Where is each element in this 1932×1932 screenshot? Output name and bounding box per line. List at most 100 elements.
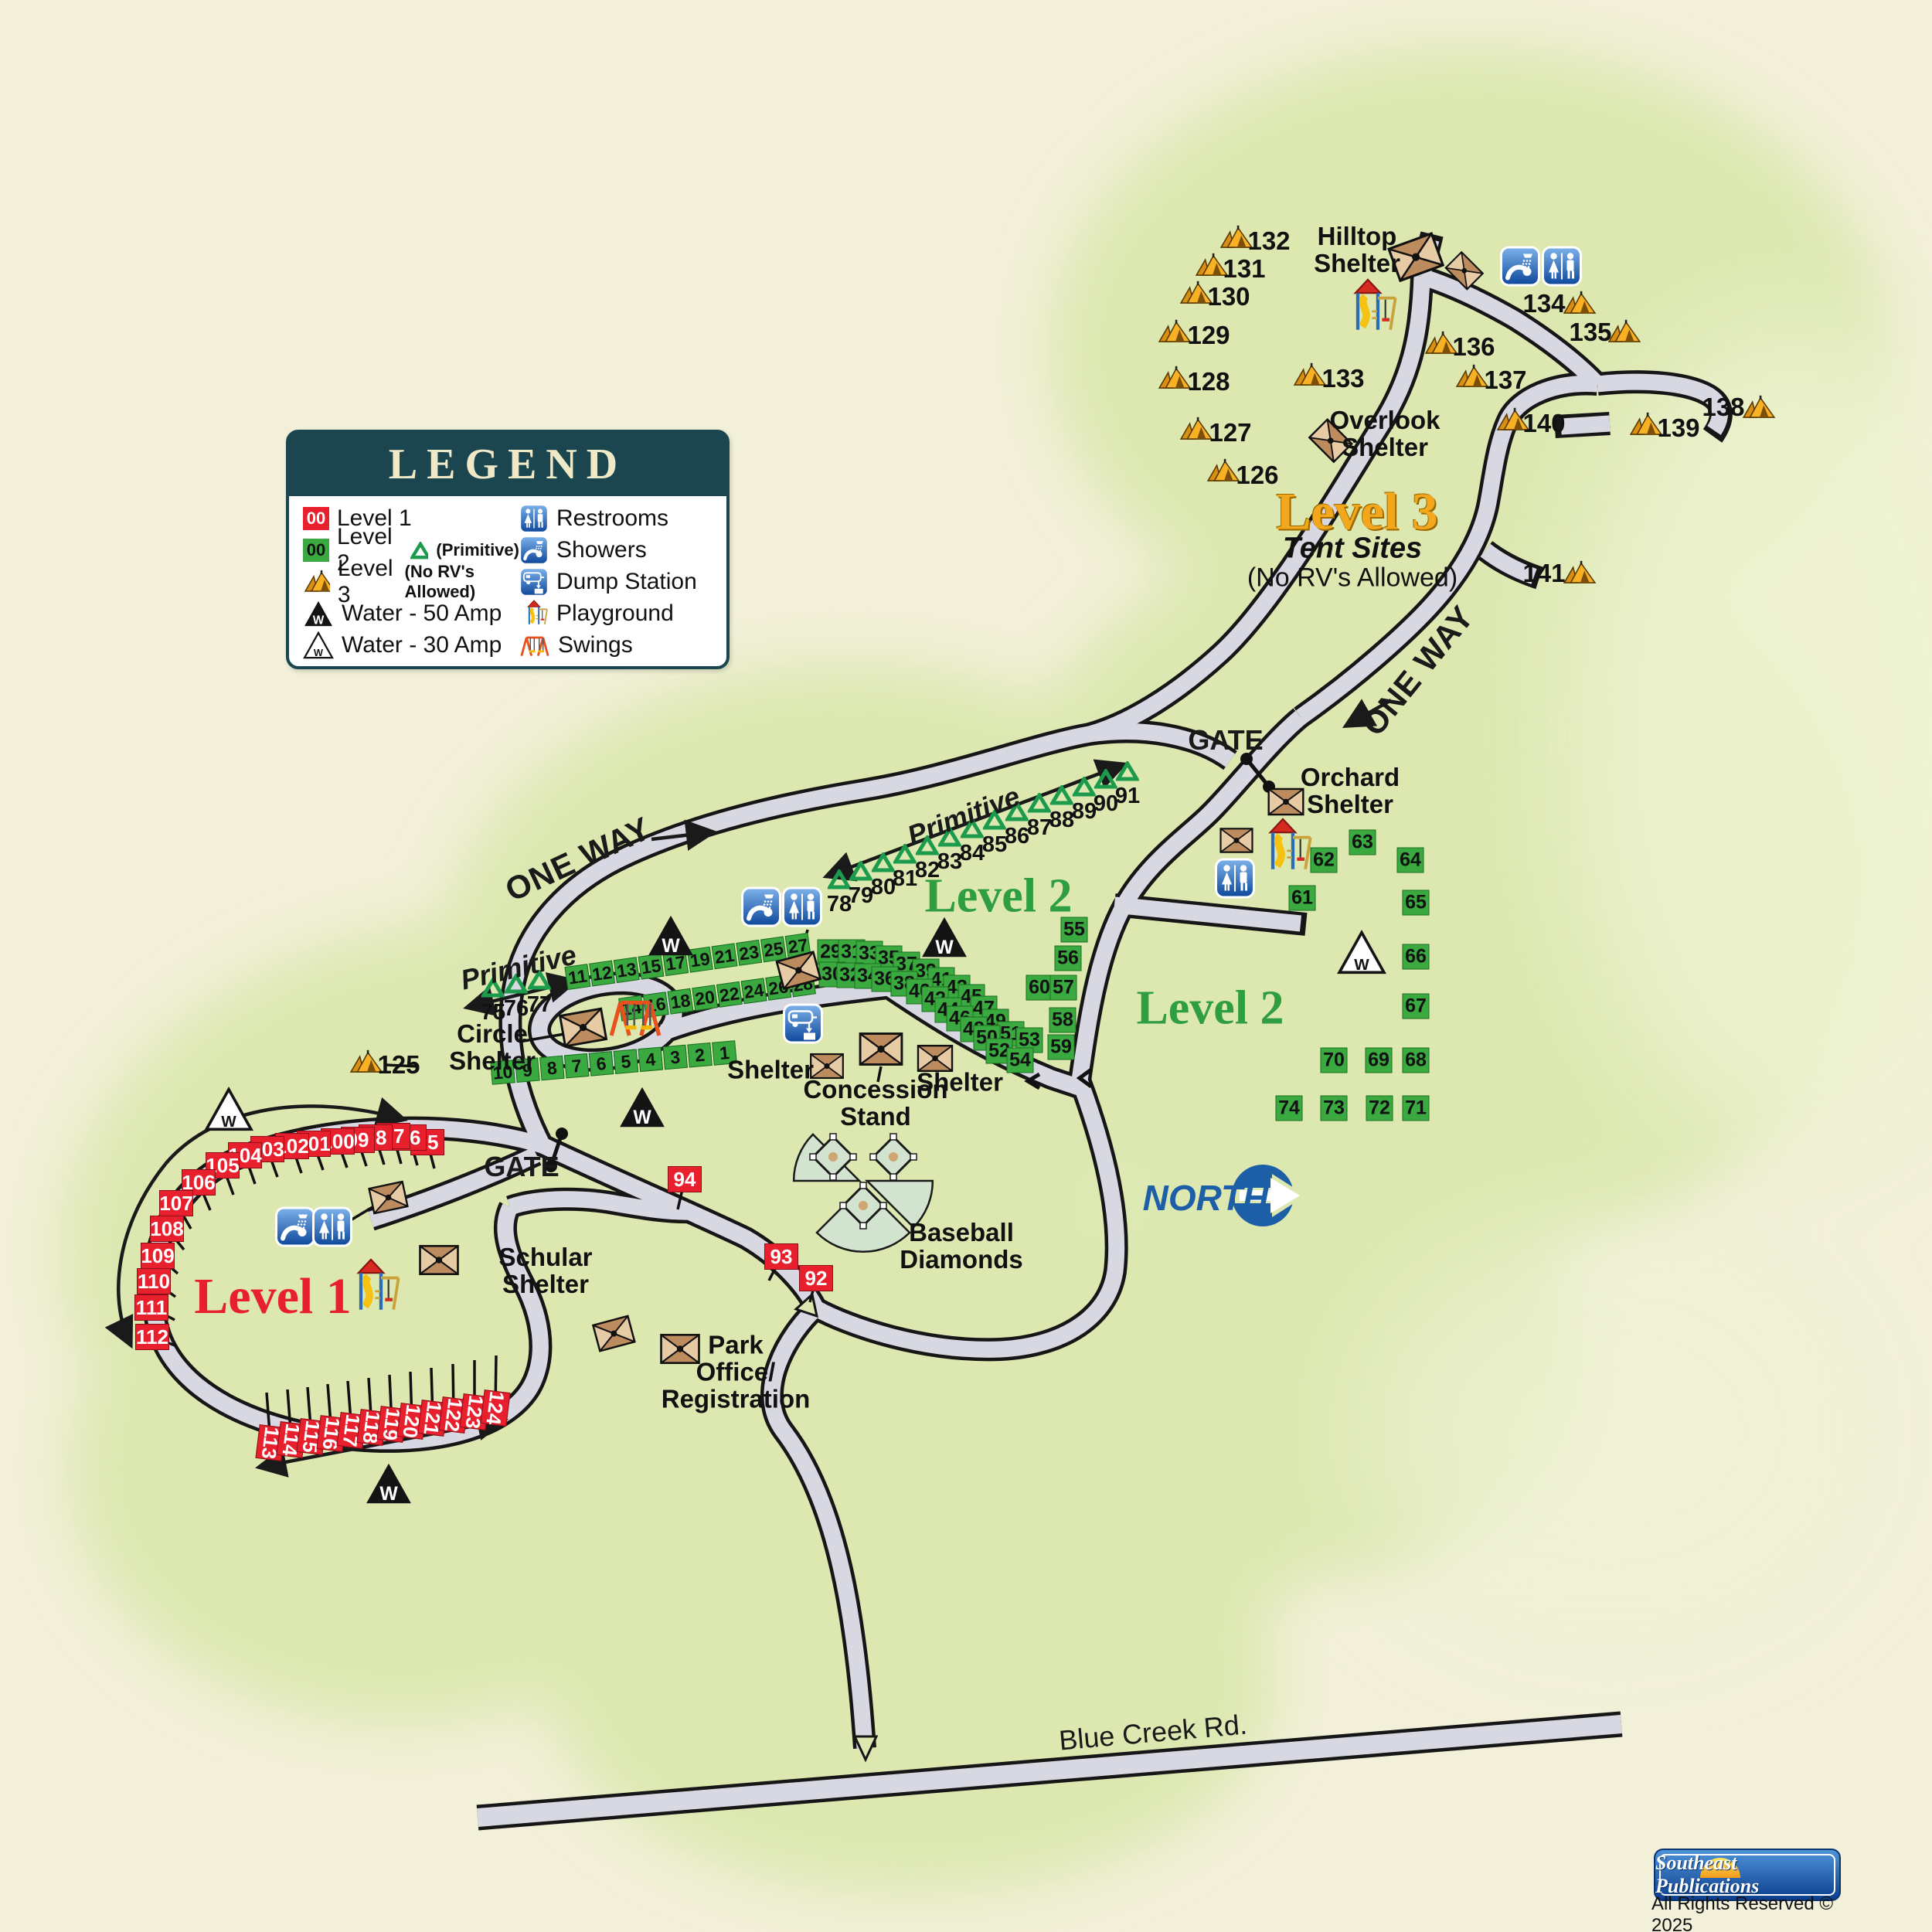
- shelter-icon: [859, 1032, 903, 1066]
- publisher-name: Southeast Publications: [1655, 1852, 1760, 1897]
- site-badge-71: 71: [1402, 1095, 1430, 1121]
- restrooms-icon: [782, 886, 822, 927]
- legend-item-label: Showers: [556, 537, 647, 563]
- site-label-126: 126: [1236, 461, 1279, 489]
- site-badge-109: 109: [141, 1243, 175, 1269]
- site-badge-110: 110: [137, 1268, 171, 1294]
- legend-item-swings: Swings: [519, 632, 697, 658]
- site-badge-6: 6: [588, 1051, 614, 1077]
- legend-item-label: Dump Station: [556, 569, 697, 594]
- site-label-141: 141: [1522, 559, 1566, 587]
- playground-icon: [1252, 818, 1314, 876]
- site-badge-56: 56: [1054, 945, 1082, 971]
- shelter-icon: [856, 1032, 906, 1070]
- level3-subtitle-tent-sites: Tent Sites: [1282, 532, 1423, 565]
- legend-item-label: Swings: [558, 632, 633, 658]
- water-50-icon: [366, 1463, 411, 1505]
- site-badge-94: 94: [668, 1166, 702, 1192]
- site-label-133: 133: [1321, 364, 1365, 393]
- restrooms-icon: [312, 1206, 352, 1251]
- restrooms-icon: [1215, 858, 1255, 899]
- legend-item-level-3: Level 3(No RV's Allowed): [303, 556, 519, 607]
- playground-icon: [1337, 278, 1399, 337]
- legend-item-note: (No RV's Allowed): [404, 562, 476, 601]
- dump-icon: [783, 1003, 823, 1048]
- site-label-140: 140: [1522, 409, 1566, 437]
- water-50-icon: [620, 1087, 665, 1129]
- restrooms-icon: [1215, 858, 1255, 903]
- site-badge-13: 13: [613, 957, 640, 984]
- site-badge-12: 12: [589, 960, 616, 987]
- legend-item-restrooms: Restrooms: [519, 504, 697, 533]
- tent-icon: [1742, 394, 1776, 419]
- publisher-logo: Southeast Publications: [1654, 1849, 1841, 1901]
- site-badge-3: 3: [662, 1044, 688, 1070]
- site-badge-108: 108: [150, 1216, 184, 1242]
- site-badge-124: 124: [480, 1389, 511, 1427]
- legend-item-label: Level 1: [337, 505, 412, 531]
- site-label-131: 131: [1223, 254, 1266, 283]
- water-30-icon: [1338, 930, 1386, 975]
- site-badge-65: 65: [1402, 889, 1430, 916]
- site-label-139: 139: [1657, 413, 1700, 442]
- site-badge-107: 107: [159, 1190, 193, 1216]
- water-50-amp-icon: [364, 1461, 413, 1510]
- site-badge-7: 7: [563, 1053, 590, 1079]
- water-50-icon: [648, 915, 693, 957]
- primitive-triangle-icon: [872, 852, 895, 872]
- merge-chevron-icons: [1024, 1067, 1093, 1090]
- legend-item-playground: Playground: [519, 600, 697, 627]
- playground-icon: [1252, 818, 1314, 880]
- showers-icon: [741, 887, 781, 931]
- water-30-amp-icon: [1337, 930, 1386, 979]
- site-badge-64: 64: [1396, 847, 1424, 873]
- primitive-triangle-icon: [1073, 777, 1096, 797]
- restrooms-icon: [1542, 246, 1582, 291]
- site-label-125: 125: [377, 1050, 420, 1079]
- level3-subtitle-no-rvs: (No RV's Allowed): [1247, 563, 1458, 593]
- water-30-icon: [303, 631, 334, 659]
- site-badge-58: 58: [1049, 1007, 1077, 1033]
- site-badge-63: 63: [1349, 829, 1376, 855]
- site-badge-4: 4: [638, 1046, 664, 1073]
- legend-item-showers: Showers: [519, 537, 697, 563]
- legend-item-label: Playground: [556, 600, 674, 626]
- publisher-logo-border: [1659, 1854, 1835, 1896]
- showers-icon: [275, 1207, 315, 1247]
- site-badge-73: 73: [1320, 1095, 1348, 1121]
- primitive-site-87: 87: [1027, 793, 1052, 839]
- legend-item-dump-station: Dump Station: [519, 567, 697, 597]
- tent-icon: [1563, 560, 1597, 584]
- site-badge-5: 5: [613, 1049, 639, 1074]
- terrain-light-wash: [1360, 317, 1932, 1631]
- site-badge-55: 55: [1060, 917, 1088, 943]
- shelter-icon: [1219, 827, 1253, 854]
- site-badge-22: 22: [716, 981, 743, 1008]
- north-label: NORTH: [1142, 1178, 1269, 1218]
- showers-icon: [1500, 247, 1540, 287]
- site-badge-69: 69: [1365, 1047, 1393, 1073]
- water-30-amp-icon: [204, 1087, 253, 1136]
- gate-label-south: GATE: [484, 1151, 560, 1182]
- tent-icon-site-141: [1562, 560, 1597, 590]
- junction-islands: [794, 1292, 879, 1763]
- site-badge-66: 66: [1402, 944, 1430, 970]
- swings-icon: [520, 636, 549, 657]
- site-label-136: 136: [1452, 332, 1495, 361]
- showers-icon: [1500, 247, 1540, 291]
- swings-icon: [607, 996, 663, 1042]
- primitive-site-91: 91: [1115, 761, 1140, 808]
- site-badge-18: 18: [667, 988, 694, 1015]
- primitive-site-88: 88: [1049, 785, 1074, 832]
- primitive-triangle-icon: [1050, 785, 1073, 805]
- shelter-east-label: Shelter: [917, 1067, 1003, 1097]
- tent-icon: [1563, 290, 1597, 315]
